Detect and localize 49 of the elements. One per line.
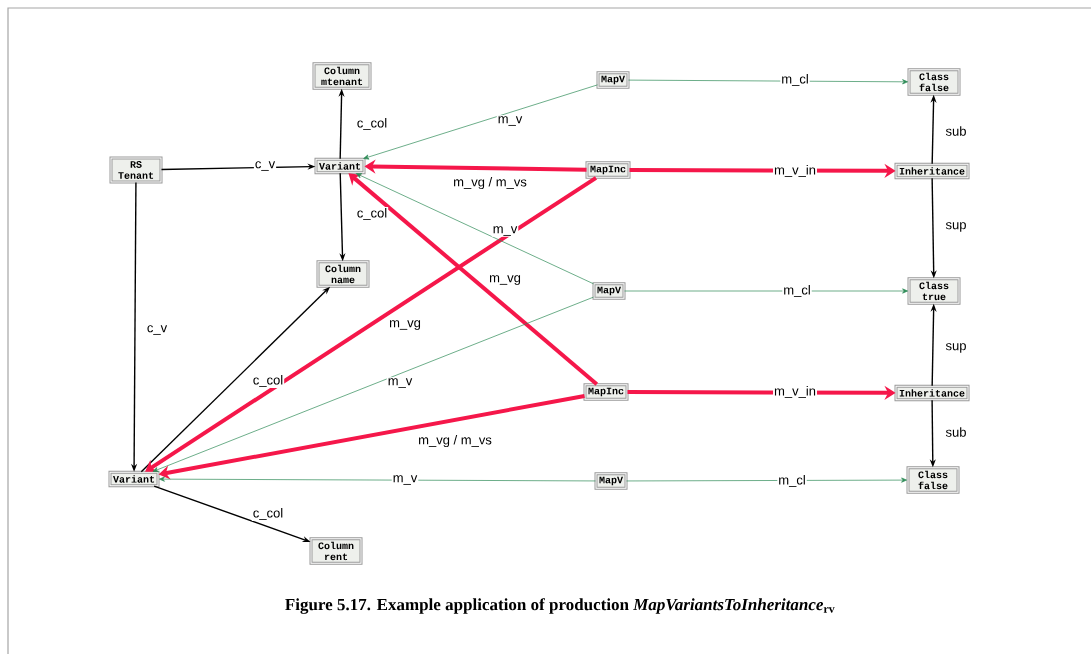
edge-label: m_v <box>391 474 419 486</box>
class-box: MapV <box>592 282 626 300</box>
arrow <box>159 476 596 482</box>
edge-label: m_v_in <box>773 385 817 399</box>
class-box: MapInc <box>583 383 629 401</box>
class-box: Inheritance <box>894 162 970 180</box>
edge-label: m_cl <box>777 474 807 488</box>
arrow <box>348 173 599 386</box>
class-box: Column rent <box>309 537 363 565</box>
class-box: MapInc <box>585 161 631 179</box>
arrow <box>152 296 594 473</box>
edge-label: m_vg <box>488 274 522 286</box>
arrow <box>624 288 908 294</box>
edge-label: m_v <box>386 377 414 389</box>
edge-label: c_v <box>145 324 169 336</box>
class-box: Inheritance <box>894 384 970 402</box>
edge-label: c_col <box>251 374 285 388</box>
arrow <box>363 84 598 160</box>
class-box: Class false <box>906 466 960 494</box>
edge-label: c_col <box>251 507 285 521</box>
class-box: RS Tenant <box>109 156 163 184</box>
edge-label: m_v <box>496 115 524 127</box>
edge-label: m_vg <box>388 319 422 331</box>
edge-label: sub <box>944 125 968 137</box>
class-box: MapV <box>594 472 628 490</box>
class-box: Class false <box>907 68 961 96</box>
class-box: Class true <box>907 277 961 305</box>
arrow <box>355 173 594 285</box>
edge-label: c_col <box>355 117 389 131</box>
class-box: Variant <box>108 470 160 488</box>
edge-label: m_cl <box>782 284 812 298</box>
edge-label: m_vg / m_vs <box>452 175 528 191</box>
figure-caption: Figure 5.17. Example application of production MapVariantsToInheritance$_{rv}$ <box>285 598 835 614</box>
class-box: MapV <box>596 71 630 89</box>
edge-label: m_cl <box>780 73 810 87</box>
arrow <box>145 176 598 472</box>
arrow <box>626 477 907 483</box>
arrow <box>628 79 908 85</box>
edge-label: c_v <box>253 160 277 172</box>
class-box: Column mtenant <box>312 62 372 90</box>
edge-label: m_v_in <box>773 164 817 178</box>
edge-label: m_vg / m_vs <box>417 433 493 449</box>
edge-label: c_col <box>355 207 389 221</box>
edge-label: m_v <box>491 225 519 237</box>
edge-label: sup <box>944 221 968 233</box>
class-box: Variant <box>314 157 366 175</box>
class-box: Column name <box>316 260 370 288</box>
edge-label: sup <box>944 342 968 354</box>
edge-label: sub <box>944 426 968 438</box>
